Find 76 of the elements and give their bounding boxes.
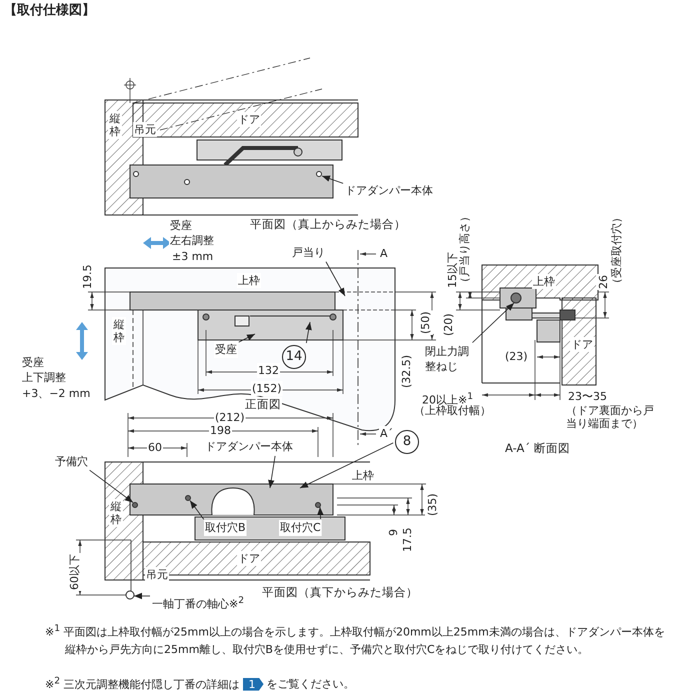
part-label: 受座 [215,343,237,357]
mounting-hole [315,502,321,508]
footnote: ※$^{2}$ 三次元調整機能付隠し丁番の詳細は [45,678,240,691]
leader-line [268,456,276,488]
dimension-value: 26 [597,275,610,289]
dimension-value: 19.5 [81,264,94,289]
dimension-value: ±3 mm [172,250,214,263]
view-caption: 平面図（真下からみた場合） [262,586,418,599]
part-label: ドア [238,113,260,126]
dimension-value: （ドア裏面から戸当り端面まで） [566,404,655,430]
part-label: 戸当り [292,246,325,260]
dimension-value: (23) [505,350,528,363]
dimension-value: 9 [387,529,400,536]
dimension-value: (32.5) [400,354,413,388]
part-label: 吊元 [134,123,156,136]
leader-line [190,500,204,520]
footnote: をご覧ください。 [266,678,355,691]
footnote: ※$^{1}$ 平面図は上枠取付幅が25mm以上の場合を示します。上枠取付幅が20mm以上25mm未満の場合は、ドアダンパー本体を縦枠から戸先方向に25mm離し、取付穴Bを使用せずに、予備穴と取付穴Cをねじで取り付けてください。 [45,622,666,658]
callout-number: 8 [395,430,419,454]
hinge-axis-marker [126,590,134,600]
leader-line [305,322,312,344]
view-caption: 平面図（真上からみた場合） [250,218,406,231]
reference-badge: 1 [242,678,264,691]
dimension-value: 23〜35 [568,390,607,403]
leader-line [238,334,256,342]
part-label: 取付穴B [205,521,246,535]
part-label: A´ [380,427,394,440]
part-label: 縦枠 [110,500,122,526]
heading: 【取付仕様図】 [4,4,95,17]
view-caption: A-A´ 断面図 [505,442,570,455]
dimension-value: (212) [215,411,245,424]
dimension-value: (152) [252,382,282,395]
part-label: 閉止力調整ねじ [425,344,471,374]
part-label: A [380,247,388,260]
part-label: 取付穴C [280,521,321,535]
dimension-value: 60 [148,441,162,454]
dimension-value: (35) [426,493,439,516]
leader-line [322,176,344,184]
part-label: 上下調整 [22,371,66,384]
dimension-value: (50) [419,311,432,334]
part-label: 一軸丁番の軸心※$^{2}$ [152,594,244,612]
dimension-value: 132 [258,364,279,377]
leader-line [300,442,394,488]
part-label: 吊元 [146,568,168,581]
part-label: 受座 [170,219,192,232]
part-label: ドア [571,338,593,351]
spare-hole [132,502,138,508]
part-label: ドアダンパー本体 [205,440,293,454]
part-label: ドアダンパー本体 [345,184,433,198]
dimension-value: 17.5 [401,528,414,552]
leader-line [317,506,324,520]
part-label: 上枠 [352,469,374,482]
part-label: 上枠 [533,275,555,288]
leader-line [89,470,134,503]
view-caption: 正面図 [245,398,281,411]
dimension-value: （上枠取付幅） [414,404,491,417]
part-label: 縦枠 [113,318,125,344]
dimension-value: 198 [210,424,231,437]
dimension-value: （戸当り高さ） [458,211,471,288]
leader-line [326,261,346,296]
leader-line [472,302,514,344]
part-label: 縦枠 [109,112,121,138]
part-label: 上枠 [238,274,260,287]
part-label: 受座 [22,356,44,369]
mounting-hole [185,495,191,501]
dimension-value: +3、−2 mm [22,387,90,400]
part-label: 予備穴 [55,455,88,469]
leader-line [134,592,150,600]
dimension-value: 60以下 [68,554,81,590]
dimension-value: 15以下 [446,252,459,288]
damper-body [130,164,334,198]
dimension-value: (20) [442,313,455,336]
callout-number: 14 [282,345,306,369]
part-label: ドア [238,552,260,565]
dimension-value: （受座取付穴） [610,212,623,289]
part-label: 左右調整 [170,234,214,247]
